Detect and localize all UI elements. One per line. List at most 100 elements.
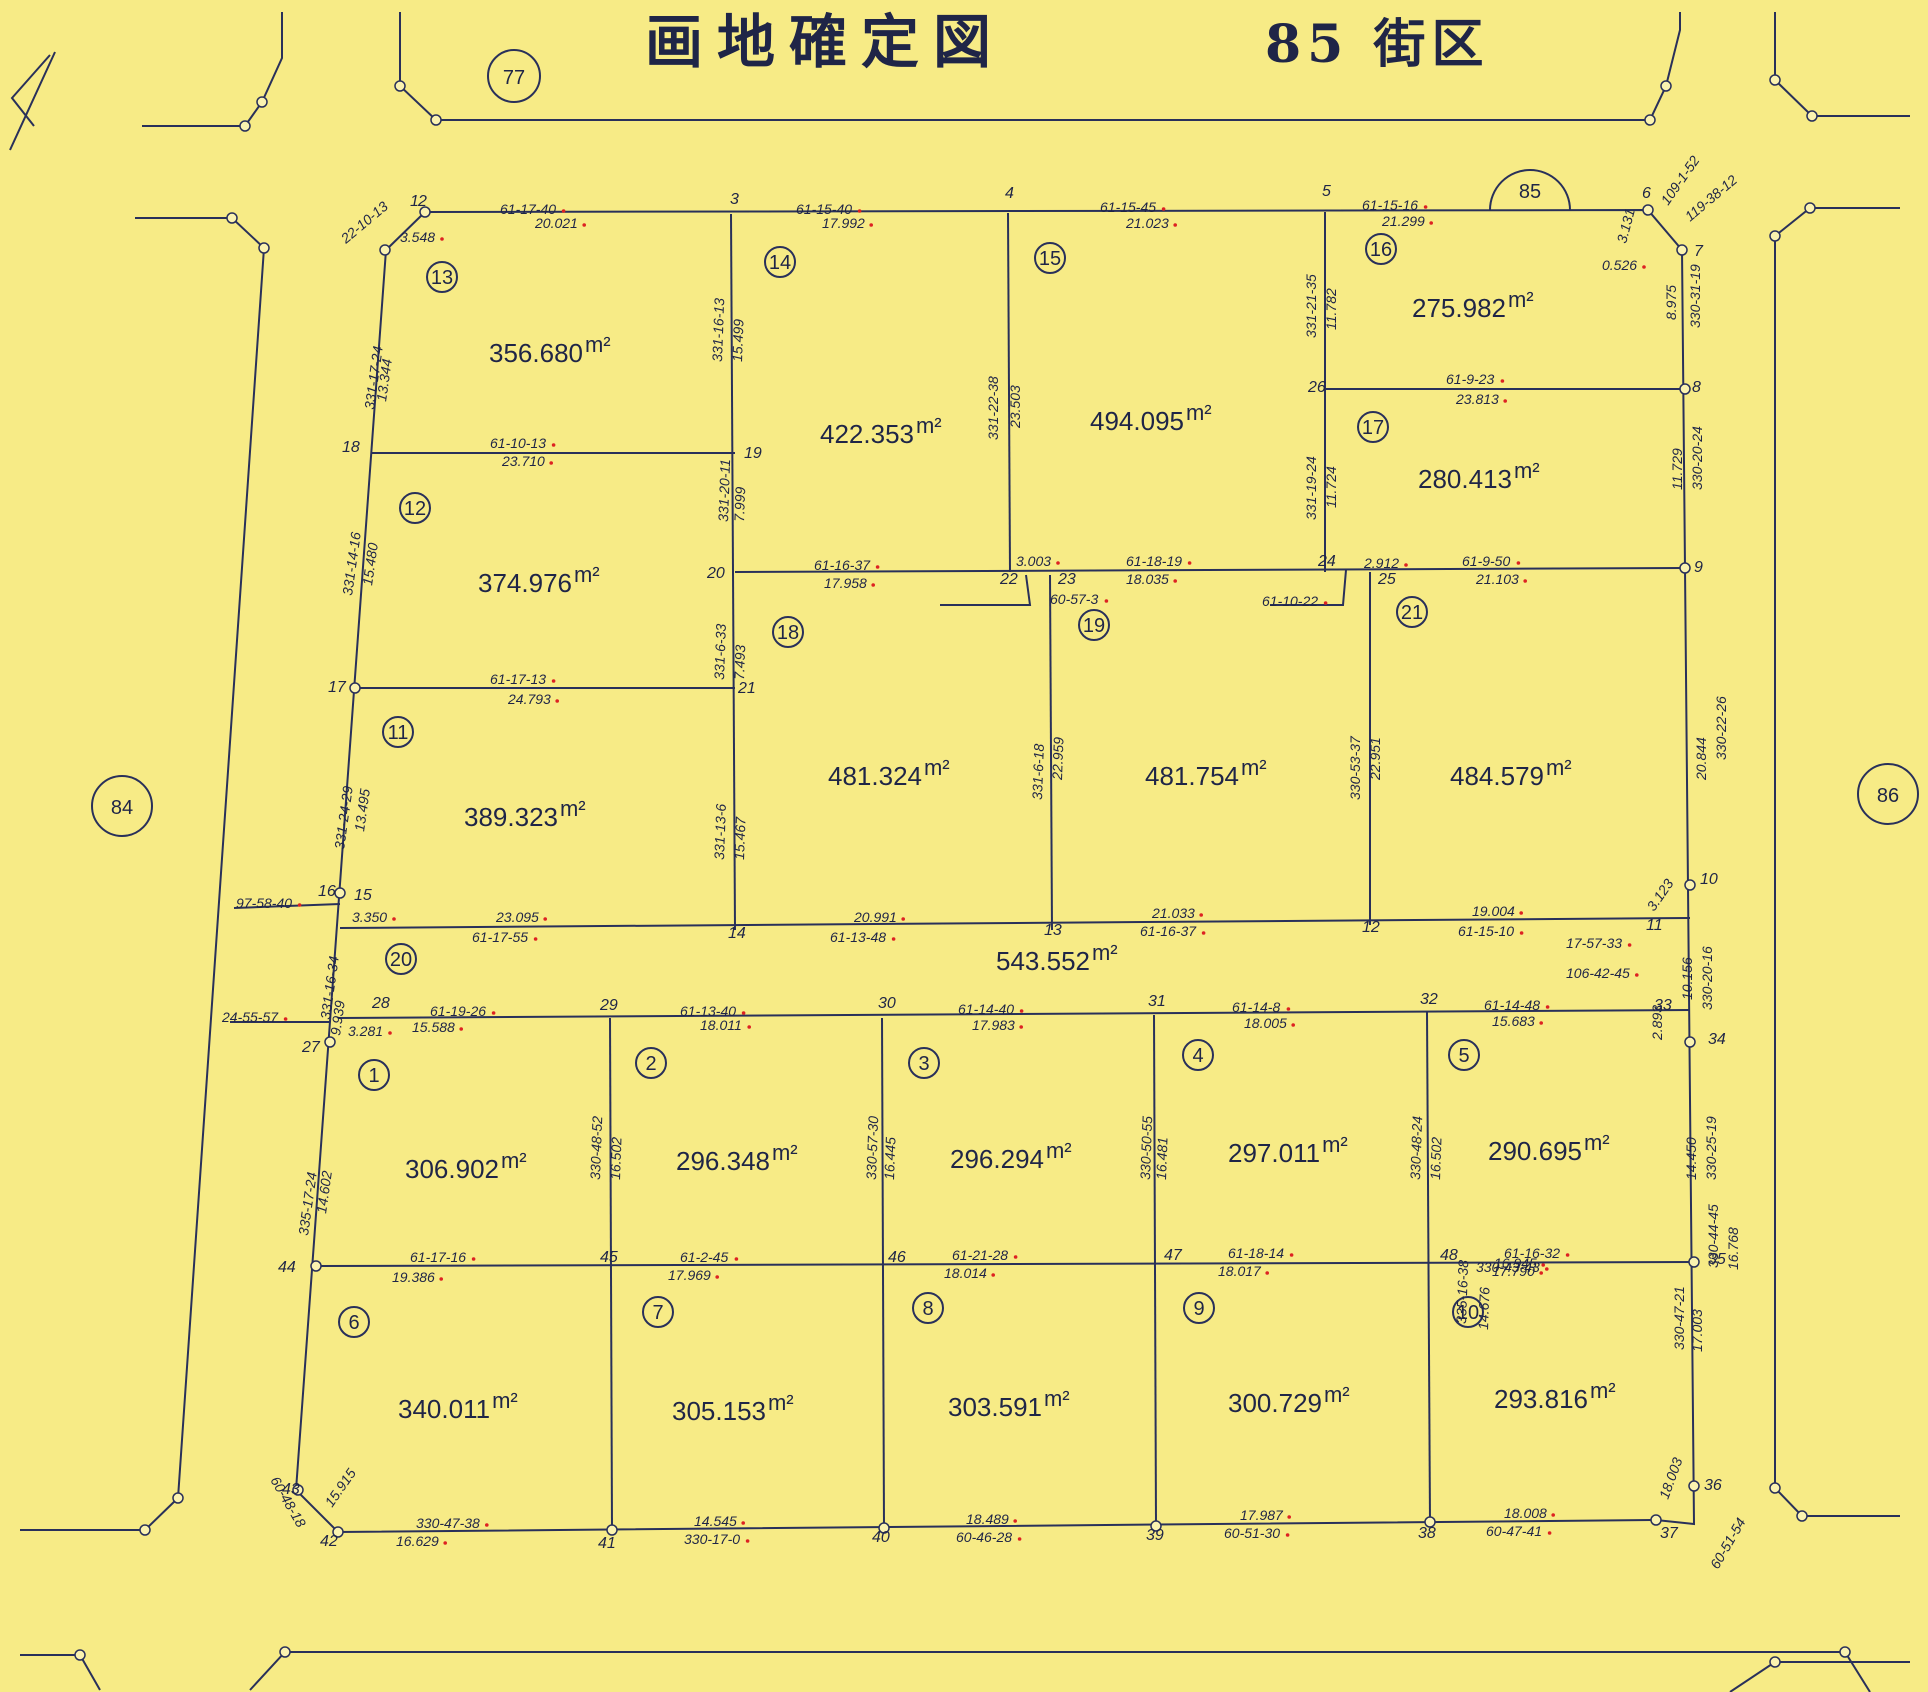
dimension-label: 61-9-50 — [1462, 553, 1510, 569]
dimension-label: 61-15-10 — [1458, 923, 1514, 939]
survey-point-32: 32 — [1420, 991, 1438, 1008]
lot-area-value: 389.323 — [464, 802, 558, 832]
adjacent-block-77: 77 — [487, 49, 541, 103]
red-check-mark — [392, 917, 396, 921]
dimension-label: 60-51-30 — [1224, 1525, 1280, 1541]
red-check-mark — [1404, 563, 1408, 567]
dimension-label: 330-48-24 — [1407, 1116, 1425, 1181]
dimension-label: 16.502 — [1427, 1137, 1444, 1181]
survey-point-21: 21 — [737, 680, 756, 697]
dimension-label: 21.299 — [1381, 213, 1425, 229]
lot-area-unit: m² — [1584, 1130, 1610, 1155]
surrounding-roads — [9, 12, 1910, 1692]
lot-area-value: 340.011 — [398, 1394, 490, 1424]
lot-number-circle — [385, 943, 417, 975]
red-check-mark — [1286, 1007, 1291, 1011]
dimension-label: 15.683 — [1492, 1013, 1535, 1029]
dimension-label: 60-46-28 — [956, 1529, 1012, 1545]
red-check-mark — [1565, 1253, 1570, 1257]
lot-number: 3 — [918, 1053, 929, 1075]
lot-area-value: 303.591 — [948, 1392, 1042, 1422]
lot-area: 481.754m² — [1145, 755, 1267, 791]
lot-number-circle — [399, 492, 431, 524]
dimension-label: 61-15-40 — [796, 201, 852, 217]
red-check-mark — [871, 583, 875, 587]
dimension-label: 23.710 — [501, 453, 545, 469]
red-check-mark — [297, 903, 302, 907]
dimension-label: 10.156 — [1679, 957, 1695, 1000]
dimension-label: 61-13-48 — [830, 929, 886, 945]
survey-point-markers — [292, 204, 1700, 1538]
dimension-label: 24.793 — [507, 691, 551, 707]
dimension-label: 330-31-19 — [1687, 264, 1703, 328]
red-check-mark — [1201, 931, 1206, 935]
lot-number: 9 — [1193, 1298, 1204, 1320]
survey-point-20: 20 — [706, 565, 725, 582]
survey-point-30: 30 — [878, 995, 896, 1012]
dimension-label: 61-21-28 — [952, 1247, 1008, 1263]
red-check-mark — [471, 1257, 476, 1261]
lot-area-unit: m² — [1044, 1386, 1070, 1411]
red-check-mark — [1199, 913, 1203, 917]
dimension-label: 8.975 — [1663, 285, 1679, 320]
lot-area-value: 305.153 — [672, 1396, 766, 1426]
adjacent-block-85: 85 — [1489, 169, 1571, 211]
dimension-label: 330-57-30 — [863, 1116, 881, 1181]
lot-area: 293.816m² — [1494, 1378, 1616, 1414]
red-check-mark — [491, 1011, 496, 1015]
red-check-mark — [715, 1275, 719, 1279]
dimension-label: 11.729 — [1669, 448, 1685, 490]
lot-number-circle — [772, 616, 804, 648]
survey-point-39: 39 — [1146, 1527, 1164, 1544]
adjacent-block-86: 86 — [1857, 763, 1919, 825]
lot-number: 15 — [1039, 248, 1061, 270]
lot-area-unit: m² — [1590, 1378, 1616, 1403]
survey-point-24: 24 — [1317, 553, 1336, 570]
lot-number-circle — [1448, 1039, 1480, 1071]
lot-number: 11 — [388, 722, 409, 744]
dimension-label: 61-17-55 — [472, 929, 528, 945]
lot-area-unit: m² — [916, 413, 942, 438]
lot-number: 6 — [348, 1312, 359, 1334]
red-check-mark — [439, 1277, 444, 1281]
dimension-label: 15.467 — [731, 816, 749, 861]
survey-point-22: 22 — [999, 571, 1018, 588]
lot-area: 306.902m² — [405, 1148, 527, 1184]
dimension-label: 61-17-13 — [490, 671, 546, 687]
svg-text:77: 77 — [503, 67, 525, 89]
dimension-label: 60-57-3 — [1050, 591, 1098, 607]
lot-area-value: 293.816 — [1494, 1384, 1588, 1414]
block-label: 85 街区 — [1265, 14, 1489, 75]
dimension-label: 9.939 — [327, 999, 348, 1036]
dimension-label: 3.281 — [348, 1023, 383, 1039]
adjacent-block-84: 84 — [91, 775, 153, 837]
dimension-label: 330-25-19 — [1703, 1116, 1719, 1180]
dimension-label: 61-13-40 — [680, 1003, 736, 1019]
dimension-label: 61-14-8 — [1232, 999, 1280, 1015]
dimension-label: 330-47-38 — [416, 1515, 480, 1531]
dimension-label: 61-19-26 — [430, 1003, 486, 1019]
lot-area-unit: m² — [585, 332, 611, 357]
lot-area-value: 543.552 — [996, 946, 1090, 976]
dimension-label: 23.503 — [1007, 385, 1023, 429]
lot-area-unit: m² — [1322, 1132, 1348, 1157]
dimension-label: 331-19-24 — [1303, 456, 1319, 520]
lot-area-unit: m² — [501, 1148, 527, 1173]
survey-point-10: 10 — [1700, 871, 1718, 888]
lot-number: 12 — [404, 498, 426, 520]
dimension-label: 330-47-21 — [1671, 1286, 1687, 1350]
lot-area: 494.095m² — [1090, 400, 1212, 436]
dimension-label: 20.021 — [534, 215, 578, 231]
survey-point-16: 16 — [318, 883, 336, 900]
survey-point-5: 5 — [1322, 183, 1331, 200]
dimension-label: 17.987 — [1240, 1507, 1284, 1523]
lot-number-circle — [635, 1047, 667, 1079]
red-check-mark — [1173, 223, 1177, 227]
